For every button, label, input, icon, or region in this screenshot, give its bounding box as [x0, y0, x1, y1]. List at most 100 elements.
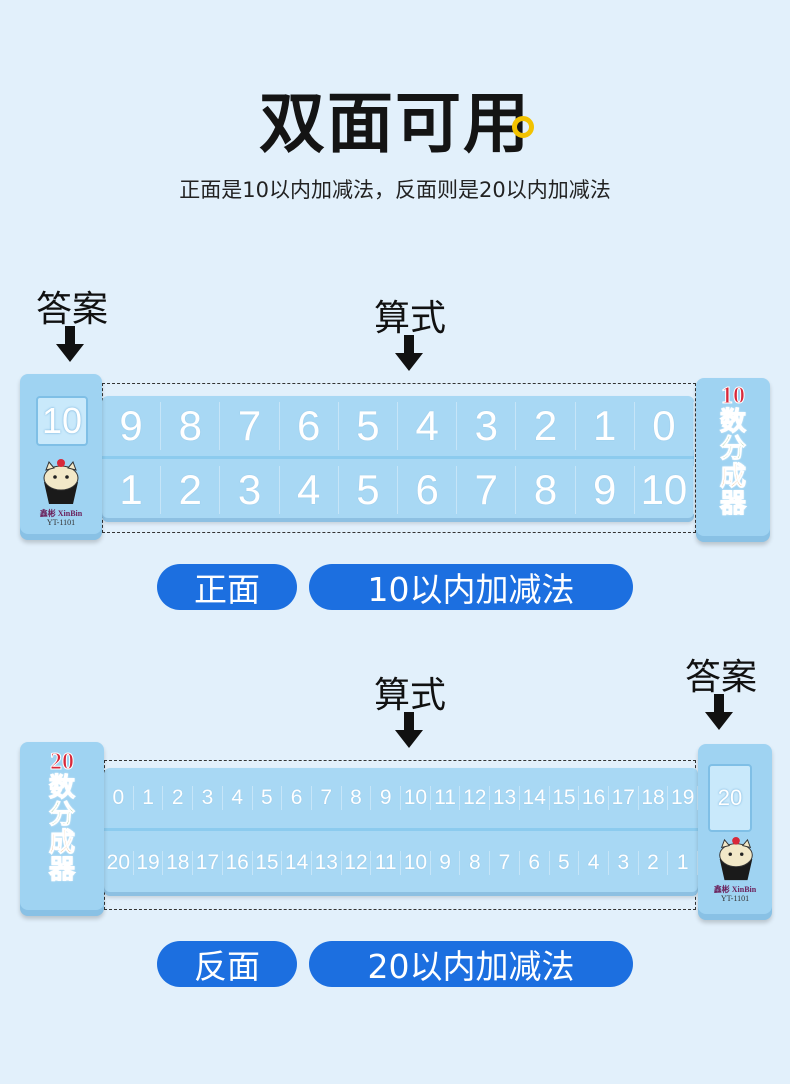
back-label-char-2: 分 [48, 800, 75, 831]
strip-digit: 2 [639, 851, 669, 875]
back-brand-text: 鑫彬 XinBin [713, 885, 757, 894]
front-method-pill: 10以内加减法 [309, 564, 633, 610]
strip-digit: 5 [339, 466, 399, 514]
strip-digit: 18 [163, 851, 194, 875]
back-label-char-4: 器 [48, 855, 75, 886]
title-ring-decoration [512, 116, 534, 138]
strip-digit: 15 [550, 786, 580, 810]
back-answer-cap[interactable]: 20 鑫彬 XinBin YT-1101 [698, 744, 772, 920]
back-side-pill: 反面 [157, 941, 297, 987]
front-label-char-3: 成 [719, 461, 746, 492]
strip-digit: 17 [193, 851, 223, 875]
strip-digit: 16 [223, 851, 253, 875]
strip-digit: 6 [398, 466, 458, 514]
front-label-char-1: 数 [719, 407, 746, 438]
strip-digit: 9 [371, 786, 402, 810]
front-label-char-2: 分 [719, 434, 746, 465]
front-answer-window: 10 [36, 396, 88, 446]
back-method-pill: 20以内加减法 [309, 941, 633, 987]
back-label-number: 20 [50, 749, 75, 775]
strip-digit: 3 [457, 402, 517, 450]
strip-digit: 0 [104, 786, 134, 810]
back-formula-callout: 算式 [374, 675, 447, 716]
front-label-number: 10 [721, 383, 746, 409]
strip-digit: 7 [220, 402, 280, 450]
back-product-label: 20 数 分 成 器 [20, 749, 104, 886]
strip-digit: 5 [339, 402, 399, 450]
cat-cupcake-icon [43, 459, 79, 504]
strip-digit: 10 [401, 786, 431, 810]
strip-digit: 8 [516, 466, 576, 514]
strip-digit: 19 [134, 851, 164, 875]
strip-digit: 2 [161, 466, 221, 514]
back-model-text: YT-1101 [720, 894, 750, 903]
strip-digit: 12 [342, 851, 372, 875]
front-label-char-4: 器 [719, 489, 746, 520]
hero-title: 双面可用 [259, 85, 531, 162]
back-label-char-3: 成 [48, 827, 75, 858]
strip-digit: 17 [609, 786, 639, 810]
front-product-label: 10 数 分 成 器 [696, 383, 770, 520]
front-formula-arrow-icon [395, 335, 423, 371]
cat-cupcake-icon [719, 836, 753, 881]
strip-digit: 7 [312, 786, 342, 810]
strip-digit: 5 [550, 851, 580, 875]
strip-digit: 6 [520, 851, 550, 875]
front-answer-callout: 答案 [36, 289, 109, 330]
strip-digit: 8 [460, 851, 491, 875]
strip-digit: 0 [635, 402, 695, 450]
strip-digit: 2 [163, 786, 194, 810]
front-answer-cap[interactable]: 10 鑫彬 XinBin YT-1101 [20, 374, 102, 540]
back-answer-arrow-icon [705, 694, 733, 730]
strip-digit: 14 [520, 786, 550, 810]
hero-subtitle: 正面是10以内加减法，反面则是20以内加减法 [179, 178, 611, 202]
back-label-char-1: 数 [48, 773, 75, 804]
strip-digit: 14 [282, 851, 312, 875]
strip-digit: 1 [102, 466, 162, 514]
strip-digit: 11 [431, 786, 461, 810]
strip-digit: 5 [253, 786, 283, 810]
strip-digit: 4 [398, 402, 458, 450]
strip-digit: 3 [609, 851, 639, 875]
strip-digit: 4 [223, 786, 253, 810]
back-answer-callout: 答案 [685, 657, 758, 698]
strip-digit: 8 [161, 402, 221, 450]
strip-digit: 10 [401, 851, 431, 875]
strip-digit: 13 [490, 786, 520, 810]
back-formula-arrow-icon [395, 712, 423, 748]
back-answer-window: 20 [708, 764, 752, 832]
strip-digit: 11 [371, 851, 402, 875]
front-label-cap[interactable]: 10 数 分 成 器 [696, 378, 770, 542]
strip-digit: 6 [282, 786, 312, 810]
strip-digit: 2 [516, 402, 576, 450]
strip-digit: 6 [280, 402, 339, 450]
front-answer-arrow-icon [56, 326, 84, 362]
strip-digit: 4 [280, 466, 339, 514]
strip-digit: 1 [668, 851, 699, 875]
strip-digit: 16 [579, 786, 609, 810]
strip-digit: 13 [312, 851, 342, 875]
front-formula-callout: 算式 [374, 298, 447, 339]
front-side-pill: 正面 [157, 564, 297, 610]
strip-digit: 7 [457, 466, 517, 514]
back-label-cap[interactable]: 20 数 分 成 器 [20, 742, 104, 916]
strip-digit: 4 [579, 851, 609, 875]
strip-digit: 8 [342, 786, 372, 810]
strip-digit: 20 [104, 851, 134, 875]
strip-digit: 15 [253, 851, 283, 875]
strip-digit: 1 [576, 402, 635, 450]
strip-digit: 12 [460, 786, 491, 810]
strip-digit: 9 [431, 851, 461, 875]
strip-digit: 9 [576, 466, 635, 514]
strip-digit: 7 [490, 851, 520, 875]
strip-digit: 3 [220, 466, 280, 514]
strip-digit: 19 [668, 786, 699, 810]
strip-digit: 9 [102, 402, 162, 450]
strip-digit: 18 [639, 786, 669, 810]
